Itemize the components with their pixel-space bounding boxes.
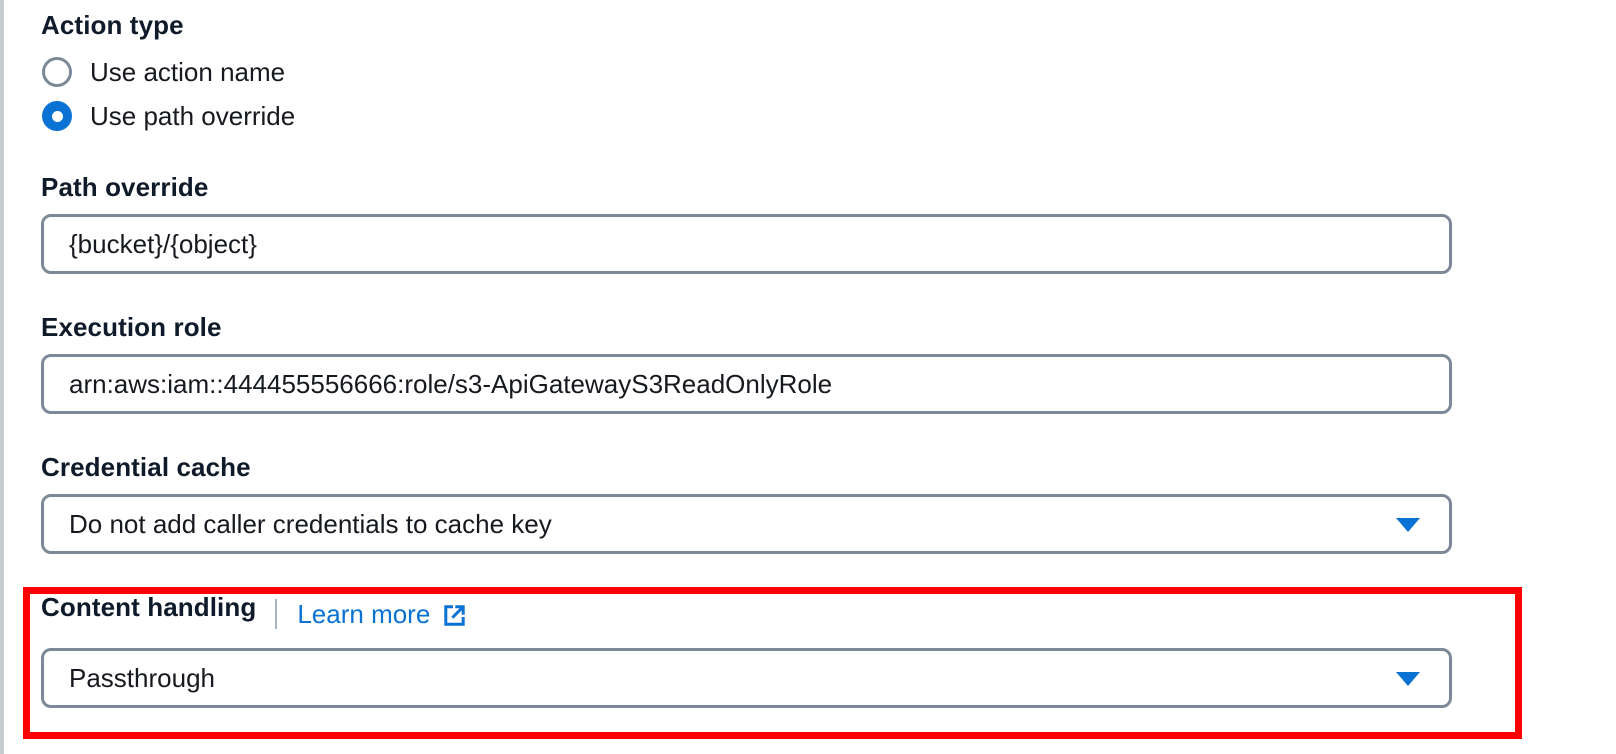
panel-left-edge (0, 0, 4, 754)
learn-more-link[interactable]: Learn more (297, 599, 466, 629)
chevron-down-icon[interactable] (1396, 672, 1420, 686)
radio-option-use-action-name[interactable]: Use action name (41, 50, 295, 94)
action-type-group: Action type Use action name Use path ove… (41, 12, 295, 138)
content-handling-label-row: Content handling Learn more (41, 594, 1452, 634)
learn-more-label: Learn more (297, 599, 431, 629)
action-type-label: Action type (41, 10, 184, 40)
label-divider (275, 599, 278, 629)
credential-cache-group: Credential cache Do not add caller crede… (41, 454, 1452, 554)
content-handling-label: Content handling (41, 592, 257, 622)
content-handling-value: Passthrough (69, 663, 215, 693)
credential-cache-select[interactable]: Do not add caller credentials to cache k… (41, 494, 1452, 554)
path-override-input[interactable]: {bucket}/{object} (41, 214, 1452, 274)
path-override-label: Path override (41, 172, 209, 202)
execution-role-label: Execution role (41, 312, 222, 342)
radio-label-use-path-override: Use path override (90, 101, 296, 131)
execution-role-input[interactable]: arn:aws:iam::444455556666:role/s3-ApiGat… (41, 354, 1452, 414)
credential-cache-value: Do not add caller credentials to cache k… (69, 509, 552, 539)
content-handling-group: Content handling Learn more Passthrough (41, 594, 1452, 708)
execution-role-group: Execution role arn:aws:iam::444455556666… (41, 314, 1452, 414)
chevron-down-icon[interactable] (1396, 518, 1420, 532)
path-override-group: Path override {bucket}/{object} (41, 174, 1452, 274)
radio-button-selected-icon[interactable] (42, 101, 72, 131)
execution-role-value: arn:aws:iam::444455556666:role/s3-ApiGat… (69, 369, 833, 399)
content-handling-select[interactable]: Passthrough (41, 648, 1452, 708)
radio-button-unselected-icon[interactable] (42, 57, 72, 87)
path-override-value: {bucket}/{object} (69, 229, 257, 259)
radio-label-use-action-name: Use action name (90, 57, 286, 87)
radio-option-use-path-override[interactable]: Use path override (41, 94, 295, 138)
credential-cache-label: Credential cache (41, 452, 251, 482)
external-link-icon (441, 602, 466, 626)
